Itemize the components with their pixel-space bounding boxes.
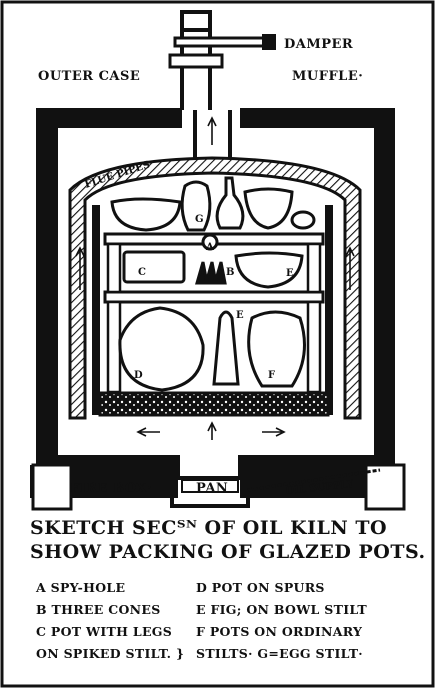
letter-f: F [268, 370, 275, 381]
damper [173, 34, 276, 50]
legend-right-3: STILTS· G=EGG STILT· [196, 646, 363, 661]
legend-left-3: ON SPIKED STILT. } [36, 646, 184, 661]
right-foot [364, 463, 406, 511]
kiln-floor [98, 391, 330, 417]
label-pan: PAN [196, 481, 228, 496]
spy-hole [201, 233, 219, 251]
legend-left-1: B THREE CONES [36, 602, 161, 617]
pots-bottom-row [118, 306, 306, 392]
legend-left-0: A SPY-HOLE [35, 580, 125, 595]
legend-right-2: F POTS ON ORDINARY [196, 624, 363, 639]
label-fire-box: FIRE BOX· [70, 481, 152, 496]
letter-a: A [205, 242, 214, 253]
letter-g: G [195, 214, 204, 225]
legend-right-0: D POT ON SPURS [196, 580, 325, 595]
oil-supply-pipe [247, 468, 381, 492]
fire-box [170, 455, 250, 508]
letter-e-fig: E [236, 310, 244, 321]
pots-top-row [110, 176, 316, 232]
title-line-2: SHOW PACKING OF GLAZED POTS. [30, 541, 426, 563]
legend: A SPY-HOLE D POT ON SPURS B THREE CONES … [35, 580, 367, 661]
letter-e-bowl: E [286, 268, 294, 279]
label-muffle: MUFFLE· [292, 69, 363, 84]
letter-c: C [138, 267, 146, 278]
legend-left-2: C POT WITH LEGS [36, 624, 172, 639]
outer-case [30, 108, 182, 498]
outer-case-right [240, 108, 402, 498]
shelf-middle [103, 290, 325, 304]
label-outer-case: OUTER CASE [38, 69, 140, 84]
muffle-wall [68, 156, 362, 420]
letter-b: B [226, 267, 234, 278]
flow-arrows [75, 116, 355, 440]
pan [181, 479, 239, 493]
legend-right-1: E FIG; ON BOWL STILT [196, 602, 367, 617]
left-foot [31, 463, 73, 511]
letter-d: D [134, 370, 143, 381]
label-damper: DAMPER [284, 37, 353, 52]
title-line-1: SKETCH SECᵀᴺ OF OIL KILN TO [30, 517, 387, 539]
pots-middle-row [122, 250, 304, 289]
